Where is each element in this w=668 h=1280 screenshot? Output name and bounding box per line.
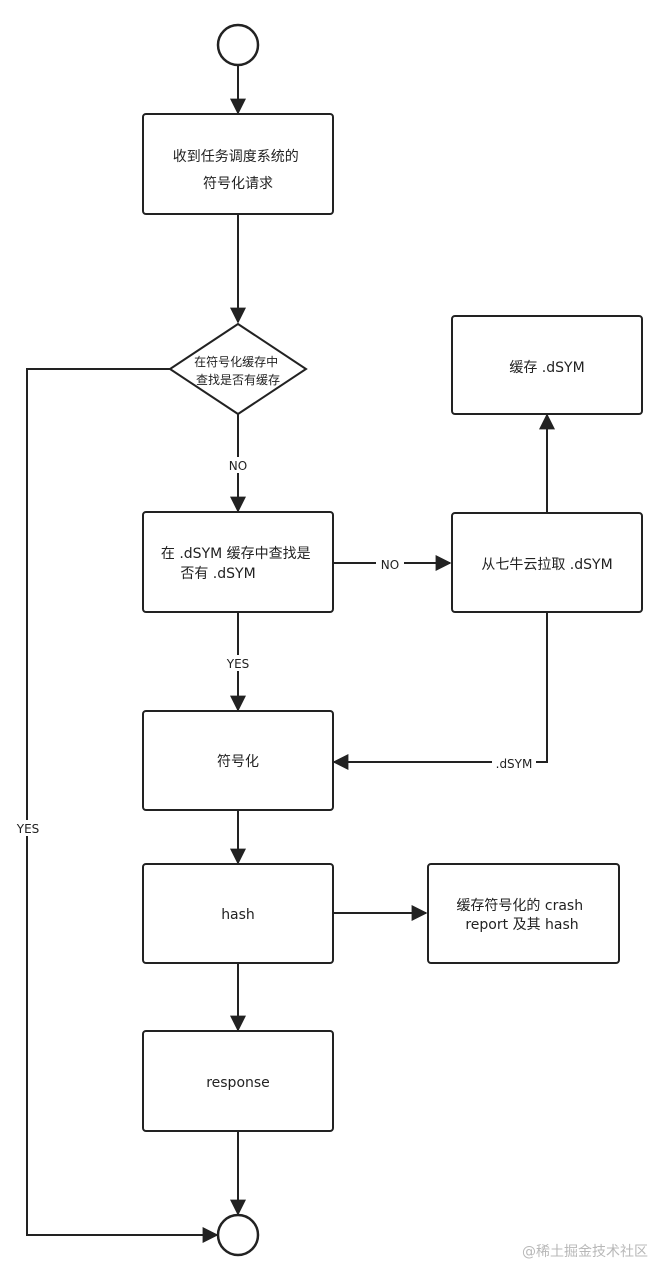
edge-label-yes-1: YES	[226, 657, 250, 671]
check-cache-line2: 查找是否有缓存	[196, 373, 280, 387]
receive-request-line2: 符号化请求	[203, 176, 273, 192]
edge-check-yes-to-end	[26, 368, 219, 1243]
hash-label: hash	[221, 907, 255, 923]
response-label: response	[206, 1075, 270, 1091]
symbolicate-label: 符号化	[217, 754, 259, 770]
svg-text:在 .dSYM 缓存中查找是 否有 .dSYM: 在 .dSYM 缓存中查找是 否有 .dSYM	[161, 546, 315, 582]
end-node	[216, 1213, 260, 1257]
edge-label-no-1: NO	[229, 459, 247, 473]
edge-label-no-2: NO	[381, 558, 399, 572]
cache-report-box	[427, 863, 620, 964]
pull-dsym-label: 从七牛云拉取 .dSYM	[481, 557, 612, 573]
edge-label-yes-2: YES	[16, 822, 40, 836]
svg-text:缓存符号化的 crash report 及其 has: 缓存符号化的 crash report 及其 hash	[456, 898, 587, 933]
edge-pull-to-symbolicate	[332, 612, 548, 770]
check-cache-line1: 在符号化缓存中	[194, 354, 278, 369]
receive-request-line1: 收到任务调度系统的	[173, 149, 299, 165]
cache-report-line2: report 及其 hash	[465, 917, 578, 933]
svg-text:在符号化缓存中 查找是否有缓存: 在符号化缓存中 查找是否有缓存	[194, 354, 282, 387]
edge-label-dsym: .dSYM	[496, 757, 533, 771]
check-dsym-cache-box	[142, 511, 334, 613]
cache-dsym-label: 缓存 .dSYM	[509, 360, 584, 376]
cache-report-line1: 缓存符号化的 crash	[456, 898, 583, 914]
start-node	[216, 23, 260, 67]
svg-text:收到任务调度系统的 符号化请求: 收到任务调度系统的 符号化请求	[173, 149, 303, 192]
check-cache-decision	[168, 322, 308, 416]
check-dsym-line2: 否有 .dSYM	[180, 566, 255, 582]
watermark: @稀土掘金技术社区	[522, 1244, 648, 1260]
check-dsym-line1: 在 .dSYM 缓存中查找是	[161, 546, 311, 562]
